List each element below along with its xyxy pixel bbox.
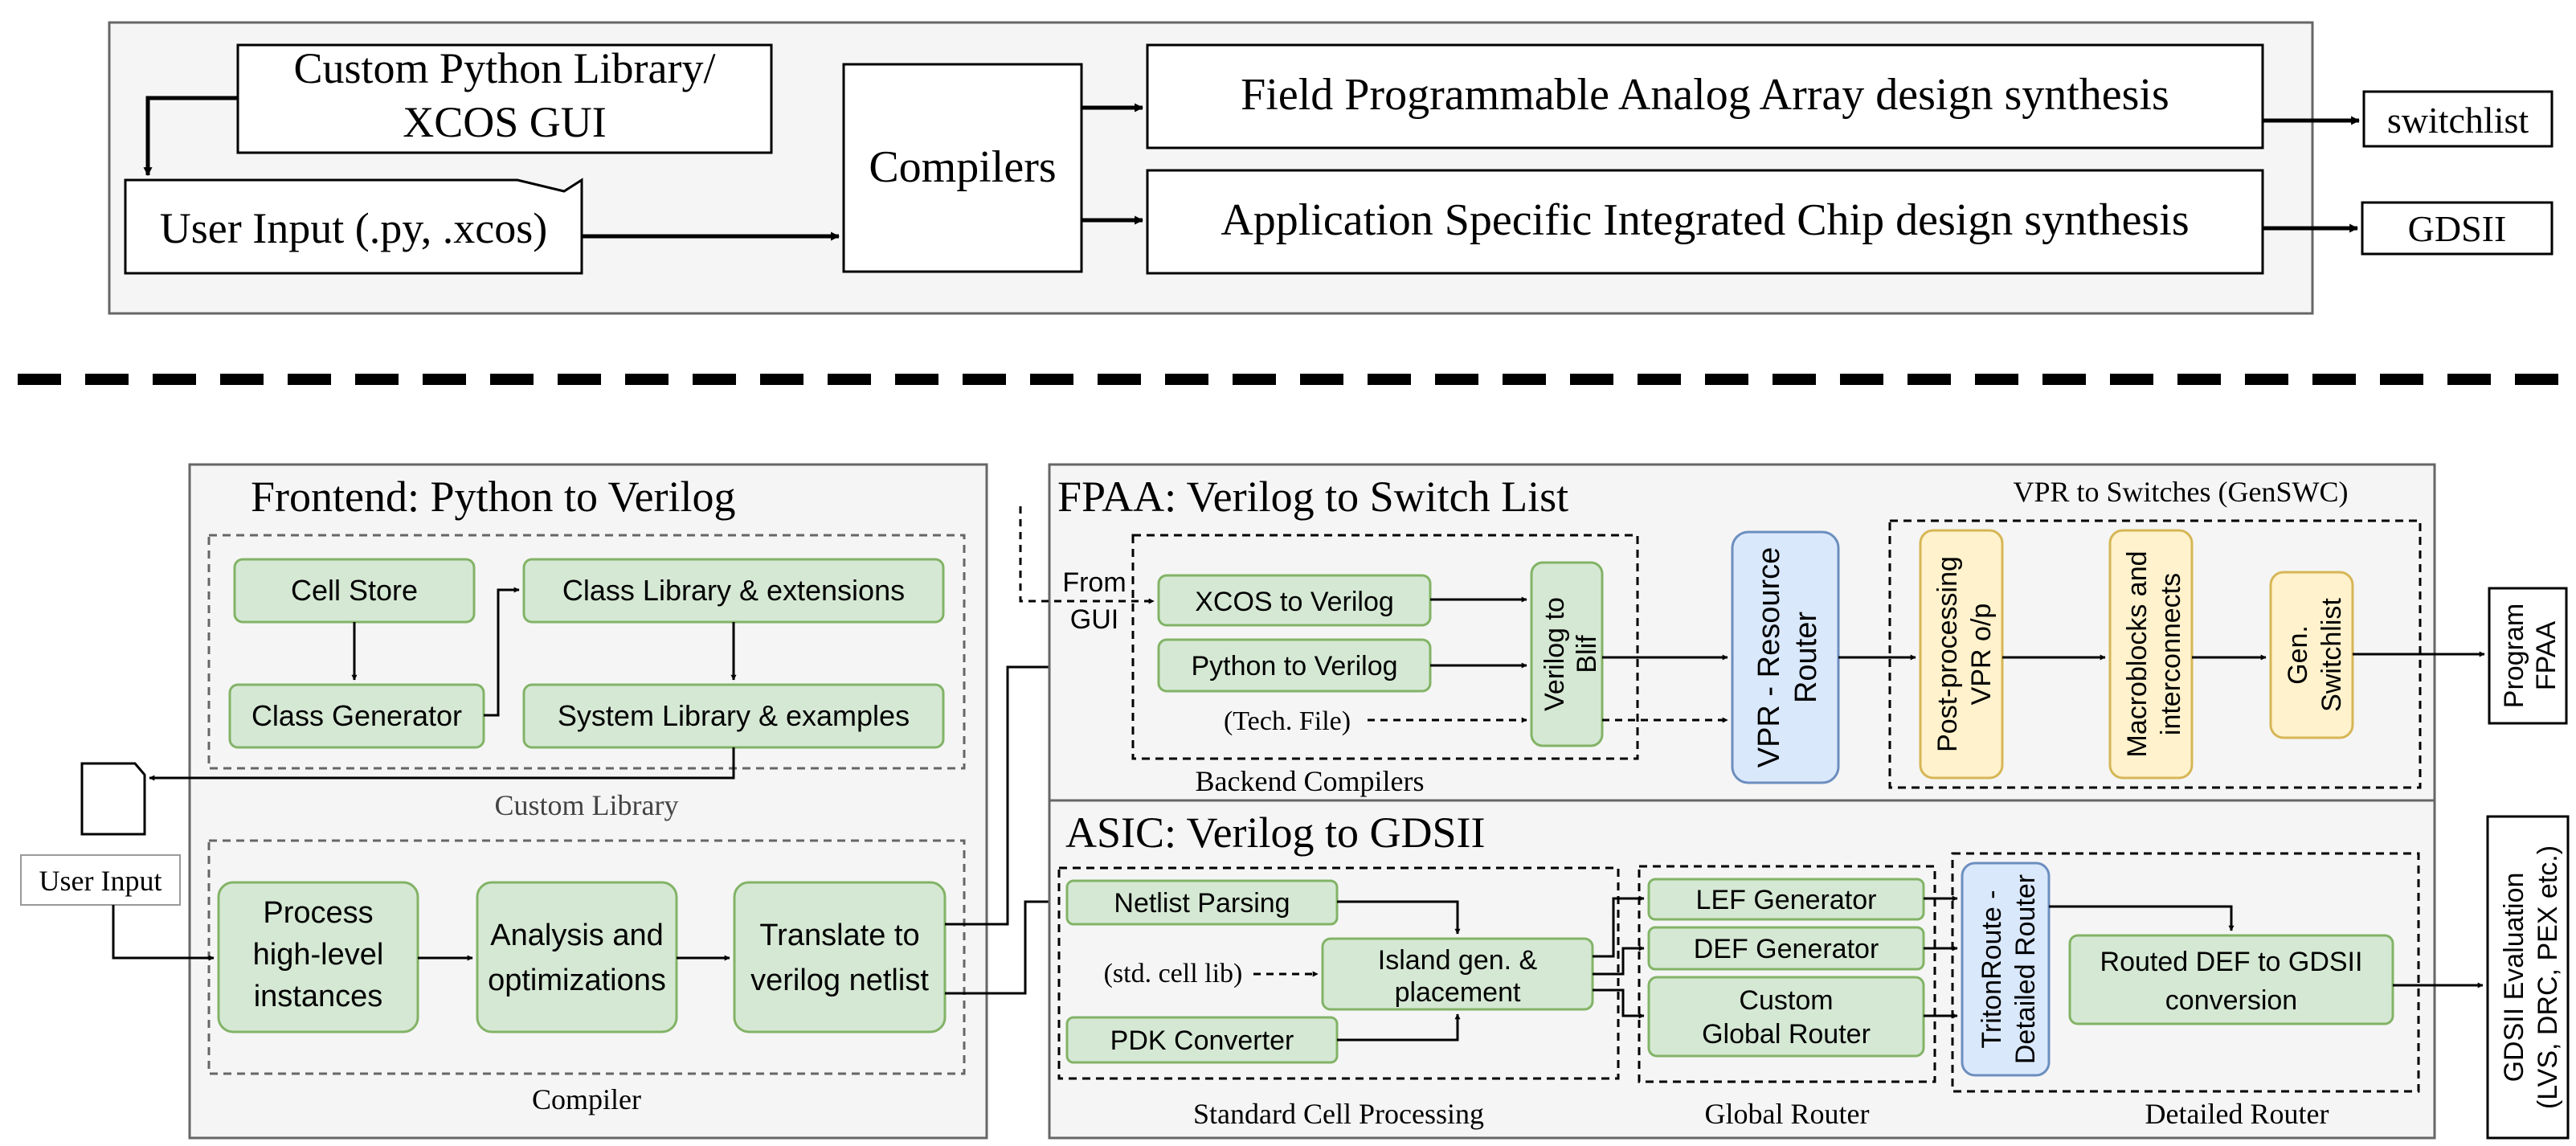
custom-python-library-box	[236, 43, 773, 154]
compilers-label: Compilers	[869, 142, 1056, 192]
from-gui-label-1: From	[1062, 567, 1126, 598]
class-generator-label: Class Generator	[251, 699, 462, 732]
gdsii-label: GDSII	[2408, 208, 2507, 249]
pdk-converter-label: PDK Converter	[1110, 1025, 1294, 1056]
asic-synthesis-box	[1146, 169, 2264, 275]
arrow-translate-to-netlist-parsing	[945, 898, 1063, 995]
backend-compilers-group	[1131, 534, 1639, 760]
process-label-3: instances	[254, 980, 383, 1013]
asic-title: ASIC: Verilog to GDSII	[1065, 808, 1486, 857]
macroblocks-box	[2108, 529, 2194, 780]
global-router-caption: Global Router	[1705, 1098, 1870, 1130]
fpaa-title: FPAA: Verilog to Switch List	[1057, 473, 1568, 521]
gdsii-box	[2361, 201, 2554, 256]
compilers-box	[842, 63, 1083, 273]
overview-arrows	[143, 96, 2361, 241]
translate-label-2: verilog netlist	[750, 964, 929, 997]
arrow-island-to-def	[1593, 945, 1645, 976]
arrow-library-to-input	[143, 96, 238, 177]
custom-global-router-label-1: Custom	[1739, 985, 1833, 1016]
global-router-group	[1638, 865, 1936, 1083]
lef-generator-label: LEF Generator	[1696, 885, 1877, 915]
custom-library-caption: Custom Library	[495, 789, 679, 821]
process-label-2: high-level	[253, 938, 384, 972]
xcos-gui-label: XCOS GUI	[403, 98, 607, 146]
detailed-router-caption: Detailed Router	[2145, 1098, 2329, 1130]
compiler-caption: Compiler	[532, 1083, 641, 1115]
fpaa-synthesis-box	[1146, 43, 2264, 149]
analysis-label-2: optimizations	[488, 964, 666, 997]
arrow-island-to-custom	[1593, 988, 1645, 1019]
arrow-classgen-to-classlib	[484, 587, 520, 717]
analysis-label-1: Analysis and	[490, 919, 663, 952]
frontend-title: Frontend: Python to Verilog	[251, 473, 736, 521]
system-library-label: System Library & examples	[558, 699, 910, 732]
arrow-triton-to-routed	[2049, 905, 2235, 931]
class-library-label: Class Library & extensions	[562, 574, 905, 607]
user-input-label: User Input	[39, 865, 162, 897]
genswc-caption: VPR to Switches (GenSWC)	[2014, 476, 2349, 508]
xcos-to-verilog-label: XCOS to Verilog	[1195, 587, 1394, 617]
arrow-userinput-to-process	[112, 905, 215, 961]
gdsii-evaluation-box	[2486, 815, 2570, 1140]
asic-synthesis-label: Application Specific Integrated Chip des…	[1221, 195, 2189, 245]
from-gui-label-2: GUI	[1070, 604, 1118, 635]
cell-store-label: Cell Store	[291, 574, 418, 607]
verilog-to-blif-box	[1530, 561, 1604, 747]
verilog-to-blif-label: Verilog toBlif	[1539, 597, 1602, 711]
backend-compilers-caption: Backend Compilers	[1196, 765, 1425, 797]
switchlist-box	[2362, 90, 2554, 148]
python-to-verilog-label: Python to Verilog	[1191, 651, 1397, 681]
custom-python-library-label: Custom Python Library/	[294, 44, 716, 92]
asic-arrows	[1253, 895, 2484, 1042]
post-processing-box	[1919, 529, 2004, 780]
gen-switchlist-label: Gen.Switchlist	[2283, 598, 2347, 712]
arrow-syslib-to-userinput	[149, 747, 735, 781]
tritonroute-box	[1961, 862, 2051, 1077]
custom-global-router-label-2: Global Router	[1702, 1019, 1871, 1050]
std-cell-lib-label: (std. cell lib)	[1104, 959, 1243, 988]
std-cell-group	[1057, 866, 1620, 1080]
user-input-document	[124, 178, 583, 275]
custom-library-group	[207, 534, 966, 770]
program-fpaa-box	[2488, 587, 2568, 725]
netlist-parsing-label: Netlist Parsing	[1114, 888, 1290, 919]
program-fpaa-label: ProgramFPAA	[2499, 604, 2562, 708]
translate-box	[733, 881, 947, 1033]
routed-def-label-1: Routed DEF to GDSII	[2100, 947, 2363, 977]
island-gen-label-1: Island gen. &	[1378, 945, 1538, 976]
arrow-island-to-lef	[1593, 895, 1645, 958]
detailed-router-group	[1951, 852, 2420, 1093]
user-input-file-label: User Input (.py, .xcos)	[160, 204, 547, 252]
routed-def-label-2: conversion	[2165, 985, 2297, 1016]
arrow-pdk-to-island	[1337, 1013, 1461, 1042]
arrow-netlist-to-island	[1337, 900, 1461, 935]
arrow-gui-input	[1019, 506, 1155, 604]
process-label-1: Process	[263, 896, 373, 930]
analysis-box	[476, 881, 678, 1033]
switchlist-label: switchlist	[2387, 100, 2529, 141]
island-gen-label-2: placement	[1395, 977, 1521, 1008]
user-input-doc-icon	[80, 762, 146, 836]
routed-def-box	[2068, 934, 2394, 1025]
fpaa-synthesis-label: Field Programmable Analog Array design s…	[1241, 70, 2169, 120]
std-cell-caption: Standard Cell Processing	[1193, 1098, 1484, 1130]
def-generator-label: DEF Generator	[1694, 934, 1879, 964]
translate-label-1: Translate to	[759, 919, 919, 952]
user-input-box	[20, 854, 181, 906]
gdsii-evaluation-label: GDSII Evaluation(LVS, DRC, PEX etc.)	[2499, 845, 2563, 1109]
fpaa-arrows	[1019, 506, 2485, 723]
tech-file-label: (Tech. File)	[1224, 706, 1351, 736]
tritonroute-label: TritonRoute -Detailed Router	[1977, 874, 2041, 1064]
